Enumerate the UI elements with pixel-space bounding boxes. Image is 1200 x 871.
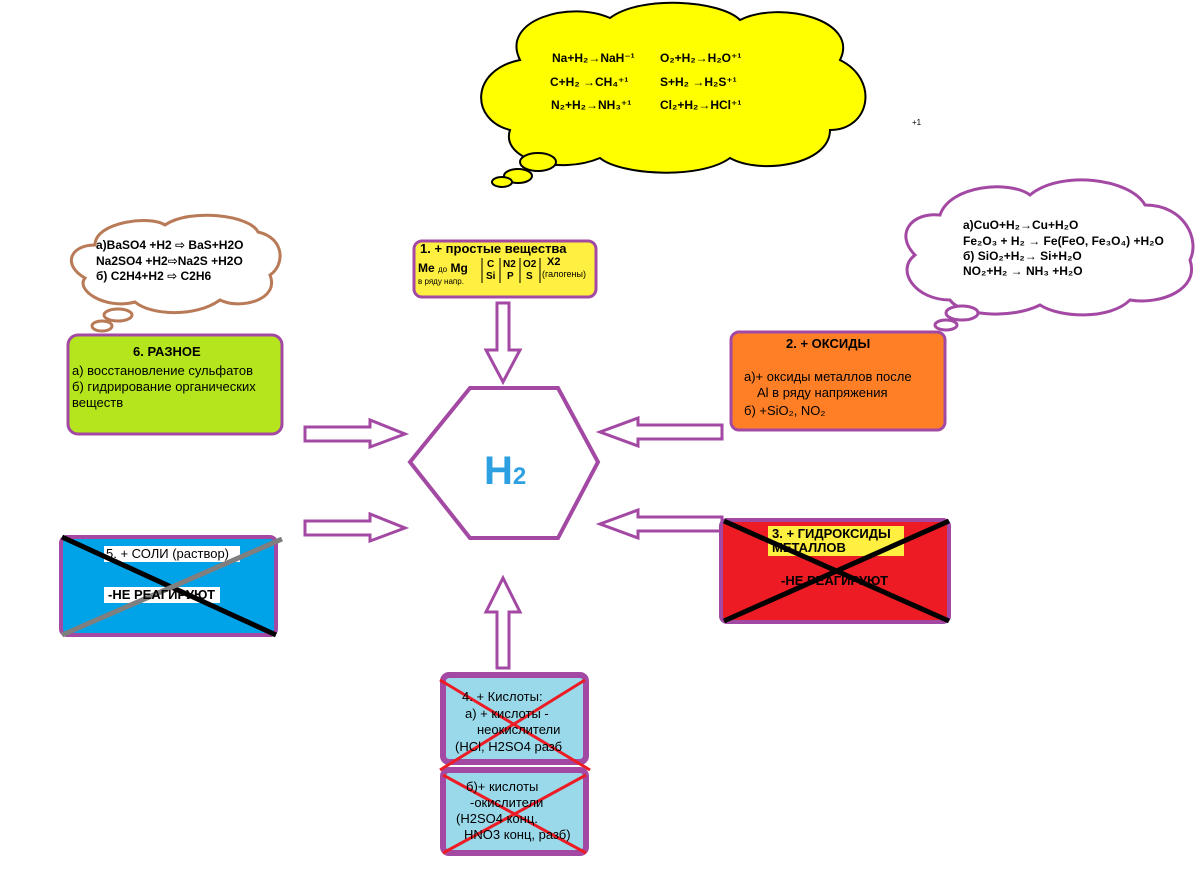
- top-reaction-6: Cl₂+H₂→HCl⁺¹: [660, 98, 742, 112]
- misc-title: 6. РАЗНОЕ: [133, 344, 201, 359]
- top-reaction-3: C+H₂ →CH₄⁺¹: [550, 75, 629, 89]
- simple-col-2a: N2: [503, 259, 516, 270]
- misc-line-b2: веществ: [72, 395, 124, 410]
- top-reaction-2: O₂+H₂→H₂O⁺¹: [660, 51, 742, 65]
- oxides-line-a1: а)+ оксиды металлов после: [744, 369, 912, 384]
- top-reaction-1: Na+H₂→NaH⁻¹: [552, 51, 635, 65]
- salts-cross: [60, 534, 283, 638]
- simple-x2: X2: [547, 256, 561, 268]
- simple-me-range: Me до Mg: [418, 261, 468, 276]
- oxides-line-a2: Al в ряду напряжения: [757, 385, 888, 400]
- simple-row-note: в ряду напр.: [418, 277, 464, 286]
- acids-title: 4. + Кислоты:: [462, 689, 543, 704]
- simple-halogens: (галогены): [542, 269, 586, 279]
- simple-col-3a: O2: [523, 259, 537, 270]
- acids-a2: неокислители: [477, 722, 561, 737]
- acids-b4: HNO3 конц, разб): [464, 827, 571, 842]
- arrow-from-left-top: [303, 417, 410, 450]
- oxides-line-b: б) +SiO₂, NO₂: [744, 403, 826, 418]
- acids-b2: -окислители: [470, 795, 544, 810]
- top-reaction-4: S+H₂ →H₂S⁺¹: [660, 75, 737, 89]
- hydrogen-hexagon: [407, 386, 601, 540]
- hydroxides-title-2: МЕТАЛЛОВ: [772, 540, 846, 555]
- simple-title: 1. + простые вещества: [420, 241, 567, 256]
- simple-col-1a: C: [487, 259, 495, 270]
- misc-line-a: а) восстановление сульфатов: [72, 363, 253, 378]
- simple-substances-box: [412, 239, 598, 299]
- oxides-cloud-line-2: Fe₂O₃ + H₂ → Fe(FeO, Fe₃O₄) +H₂O: [963, 234, 1164, 248]
- salts-title-strip: [104, 546, 240, 562]
- arrow-from-right-top: [595, 415, 724, 449]
- oxides-box: [729, 330, 947, 432]
- misc-cloud-line-3: б) C2H4+H2 ⇨ C2H6: [96, 269, 212, 283]
- salts-title: 5. + СОЛИ (раствор): [106, 546, 230, 561]
- top-reaction-5: N₂+H₂→NH₃⁺¹: [551, 98, 632, 112]
- acids-a1: а) + кислоты -: [465, 706, 549, 721]
- acids-b1: б)+ кислоты: [466, 779, 539, 794]
- simple-col-1b: Si: [486, 271, 496, 282]
- arrow-from-right-bottom: [595, 507, 724, 541]
- hydrogen-label: H2: [484, 448, 526, 494]
- oxides-cloud-line-1: а)CuO+H₂→Cu+H₂O: [963, 218, 1079, 232]
- acids-b3: (H2SO4 конц.: [456, 811, 538, 826]
- acids-b-cross: [442, 773, 587, 855]
- hydroxides-note: -НЕ РЕАГИРУЮТ: [781, 573, 889, 588]
- oxides-reactions-cloud: [904, 178, 1195, 332]
- simple-mg: Mg: [450, 261, 468, 275]
- arrow-from-left-bottom: [303, 511, 410, 544]
- stray-oxidation-mark: +1: [912, 118, 922, 127]
- simple-table-lines: [481, 258, 541, 283]
- acids-box-a: [440, 672, 589, 765]
- simple-col-3b: S: [526, 271, 533, 282]
- top-reactions-cloud: [480, 1, 867, 188]
- acids-a3: (HCl, H2SO4 разб: [455, 739, 563, 754]
- simple-do: до: [438, 265, 448, 274]
- oxides-title: 2. + ОКСИДЫ: [786, 336, 871, 351]
- hydrogen-symbol: H: [484, 449, 513, 493]
- misc-cloud-line-2: Na2SO4 +H2⇨Na2S +H2O: [96, 254, 243, 268]
- oxides-cloud-line-4: NO₂+H₂ → NH₃ +H₂O: [963, 264, 1083, 278]
- hydroxides-title-1: 3. + ГИДРОКСИДЫ: [772, 526, 891, 541]
- misc-reactions-cloud: [69, 213, 282, 333]
- oxides-cloud-line-3: б) SiO₂+H₂→ Si+H₂O: [963, 249, 1082, 263]
- salts-note-strip: [104, 587, 220, 603]
- misc-line-b1: б) гидрирование органических: [72, 379, 256, 394]
- hydrogen-subscript: 2: [512, 463, 527, 490]
- arrow-from-bottom: [483, 574, 523, 670]
- misc-box: [66, 333, 284, 436]
- hydroxides-cross: [722, 518, 951, 624]
- salts-note: -НЕ РЕАГИРУЮТ: [108, 587, 216, 602]
- acids-a-cross: [439, 678, 591, 772]
- simple-col-2b: P: [507, 271, 514, 282]
- simple-me: Me: [418, 261, 435, 275]
- misc-cloud-line-1: а)BaSO4 +H2 ⇨ BaS+H2O: [96, 238, 244, 252]
- arrow-from-top: [483, 301, 523, 386]
